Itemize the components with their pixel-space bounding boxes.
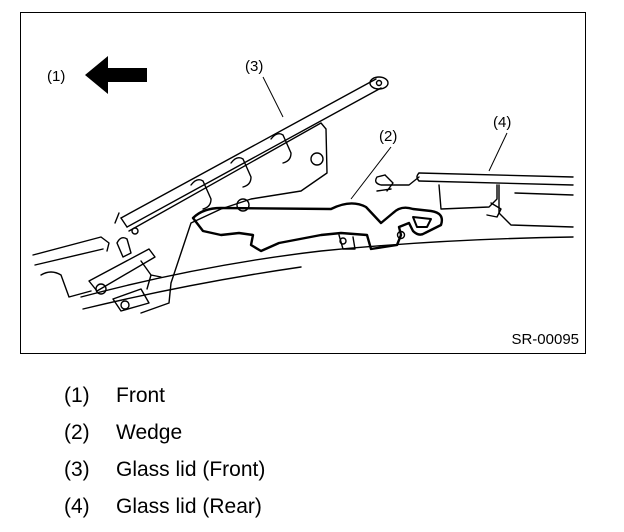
glass-lid-rear-rail	[418, 172, 574, 186]
callout-2: (2)	[379, 128, 398, 145]
sunroof-diagram	[32, 56, 574, 314]
leader-4	[488, 132, 508, 172]
legend-label: Front	[116, 384, 166, 407]
roof-panel-line	[80, 236, 574, 298]
legend-number: (4)	[64, 495, 90, 518]
callout-4: (4)	[493, 114, 512, 131]
leader-lines	[262, 76, 508, 200]
figure-code: SR-00095	[511, 331, 579, 348]
diagram-frame: (1) (3) (2) (4) SR-00095	[20, 12, 586, 354]
rail-end-cap	[369, 76, 389, 90]
legend-number: (2)	[64, 421, 90, 444]
leader-3	[262, 76, 284, 118]
legend-number: (1)	[64, 384, 90, 407]
glass-lid-front-rail	[120, 78, 382, 228]
wedge-outline	[191, 202, 444, 253]
legend-item: (3) Glass lid (Front)	[64, 458, 265, 495]
front-arrow-icon	[85, 56, 147, 94]
front-frame-bracket	[128, 122, 328, 314]
legend: (1) Front (2) Wedge (3) Glass lid (Front…	[64, 384, 265, 532]
legend-item: (4) Glass lid (Rear)	[64, 495, 265, 532]
callout-1: (1)	[47, 68, 66, 85]
leader-2	[350, 146, 392, 200]
legend-item: (1) Front	[64, 384, 265, 421]
legend-label: Glass lid (Rear)	[116, 495, 262, 518]
callout-3: (3)	[245, 58, 264, 75]
front-rail-left	[32, 236, 110, 266]
legend-label: Glass lid (Front)	[116, 458, 266, 481]
legend-number: (3)	[64, 458, 90, 481]
legend-label: Wedge	[116, 421, 183, 444]
legend-item: (2) Wedge	[64, 421, 265, 458]
